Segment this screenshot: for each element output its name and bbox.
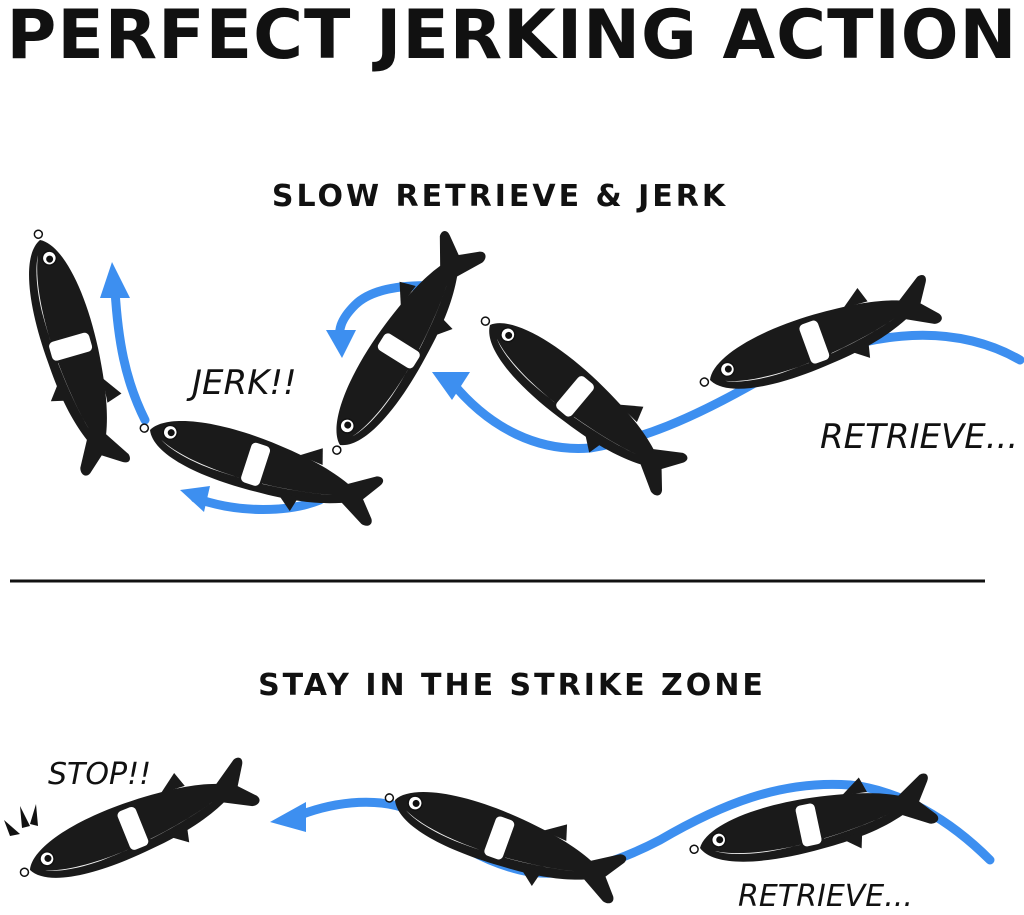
section-heading-slow-retrieve: SLOW RETRIEVE & JERK (272, 179, 728, 214)
section-heading-strike-zone: STAY IN THE STRIKE ZONE (258, 668, 766, 703)
arrowhead-icon (326, 330, 356, 358)
arrowhead-icon (180, 486, 210, 512)
rise-arrow-icon (110, 285, 150, 425)
fish-lure-icon (459, 289, 698, 507)
arrowhead-icon (100, 262, 130, 298)
impact-burst-icon (4, 804, 38, 836)
retrieve-label-1: RETRIEVE... (820, 417, 1018, 457)
retrieve-label-2: RETRIEVE... (738, 879, 913, 914)
section1-fish-group (3, 219, 948, 538)
jerk-label: JERK!! (186, 363, 297, 403)
arrowhead-icon (432, 372, 470, 400)
stop-arrow-icon (295, 797, 415, 820)
arrowhead-icon (270, 802, 306, 832)
page-title: PERFECT JERKING ACTION (7, 0, 1018, 75)
fish-lure-icon (372, 761, 634, 915)
glide-arrow-icon (190, 493, 325, 514)
fish-lure-icon (302, 221, 497, 473)
retrieve-arrow-icon (445, 330, 1024, 453)
stop-label: STOP!! (48, 757, 151, 792)
